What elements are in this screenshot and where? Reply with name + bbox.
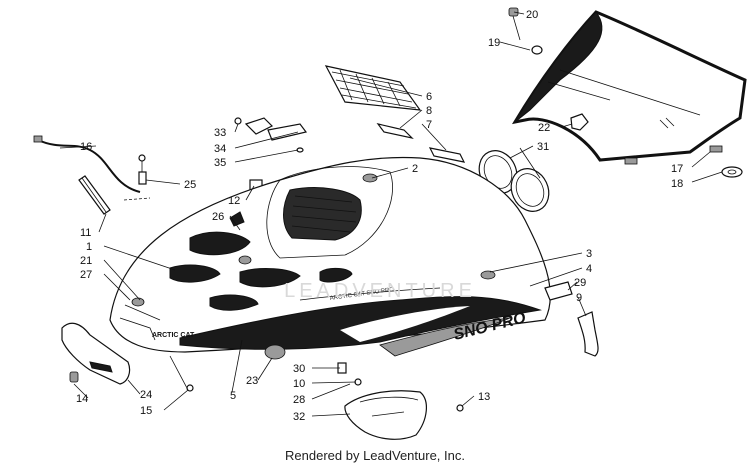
windshield-nut-22 bbox=[570, 113, 589, 131]
callout-5: 5 bbox=[230, 390, 236, 402]
screw-33 bbox=[234, 117, 242, 125]
callout-25: 25 bbox=[184, 179, 196, 191]
callout-35: 35 bbox=[214, 157, 226, 169]
callout-15: 15 bbox=[140, 405, 152, 417]
callout-18: 18 bbox=[671, 178, 683, 190]
callout-31: 31 bbox=[537, 141, 549, 153]
callout-1: 1 bbox=[86, 241, 92, 253]
callout-27: 27 bbox=[80, 269, 92, 281]
screw-14 bbox=[69, 371, 79, 383]
callout-23: 23 bbox=[246, 375, 258, 387]
callout-7: 7 bbox=[426, 119, 432, 131]
render-credit: Rendered by LeadVenture, Inc. bbox=[285, 448, 465, 463]
callout-29: 29 bbox=[574, 277, 586, 289]
callout-16: 16 bbox=[80, 141, 92, 153]
callout-17: 17 bbox=[671, 163, 683, 175]
callout-24: 24 bbox=[140, 389, 152, 401]
callout-11: 11 bbox=[80, 227, 91, 239]
callout-8: 8 bbox=[426, 105, 432, 117]
cable-16 bbox=[33, 135, 141, 193]
callout-9: 9 bbox=[576, 292, 582, 304]
decal-29 bbox=[544, 281, 573, 301]
bumper-bracket-24 bbox=[61, 322, 131, 385]
callout-12: 12 bbox=[228, 195, 240, 207]
leader-lines bbox=[59, 11, 723, 417]
callout-20: 20 bbox=[526, 9, 538, 21]
callout-3: 3 bbox=[586, 248, 592, 260]
callout-6: 6 bbox=[426, 91, 432, 103]
screw-13 bbox=[456, 404, 464, 412]
callout-10: 10 bbox=[293, 378, 305, 390]
decal-6-textured-pad bbox=[324, 65, 422, 111]
callout-21: 21 bbox=[80, 255, 92, 267]
callout-28: 28 bbox=[293, 394, 305, 406]
decal-7 bbox=[428, 147, 466, 163]
windshield-screw-20 bbox=[508, 7, 521, 41]
callout-2: 2 bbox=[412, 163, 418, 175]
callout-26: 26 bbox=[212, 211, 224, 223]
callout-4: 4 bbox=[586, 263, 592, 275]
fastener-25 bbox=[123, 154, 151, 201]
callout-19: 19 bbox=[488, 37, 500, 49]
grommet-23 bbox=[264, 344, 286, 360]
gas-strut-11 bbox=[78, 175, 111, 215]
callout-33: 33 bbox=[214, 127, 226, 139]
windshield-washer-18 bbox=[721, 166, 743, 178]
callout-14: 14 bbox=[76, 393, 88, 405]
hood-brand-label: ARCTIC CAT bbox=[152, 332, 195, 339]
watermark-text: LEADVENTURE bbox=[284, 280, 476, 302]
decal-8 bbox=[376, 123, 414, 140]
callout-34: 34 bbox=[214, 143, 226, 155]
callout-13: 13 bbox=[478, 391, 490, 403]
windshield bbox=[511, 10, 747, 165]
callout-22: 22 bbox=[538, 122, 550, 134]
callout-labels: 20 19 22 17 18 31 6 8 7 2 33 34 35 16 25… bbox=[76, 9, 683, 423]
hood bbox=[109, 156, 551, 357]
windshield-washer-19 bbox=[531, 45, 543, 55]
mirror-bracket-34 bbox=[244, 117, 308, 141]
callout-30: 30 bbox=[293, 363, 305, 375]
mount-9 bbox=[577, 311, 599, 357]
nose-cone-32 bbox=[344, 390, 427, 440]
callout-32: 32 bbox=[293, 411, 305, 423]
headlight-lens-31 bbox=[478, 150, 550, 212]
